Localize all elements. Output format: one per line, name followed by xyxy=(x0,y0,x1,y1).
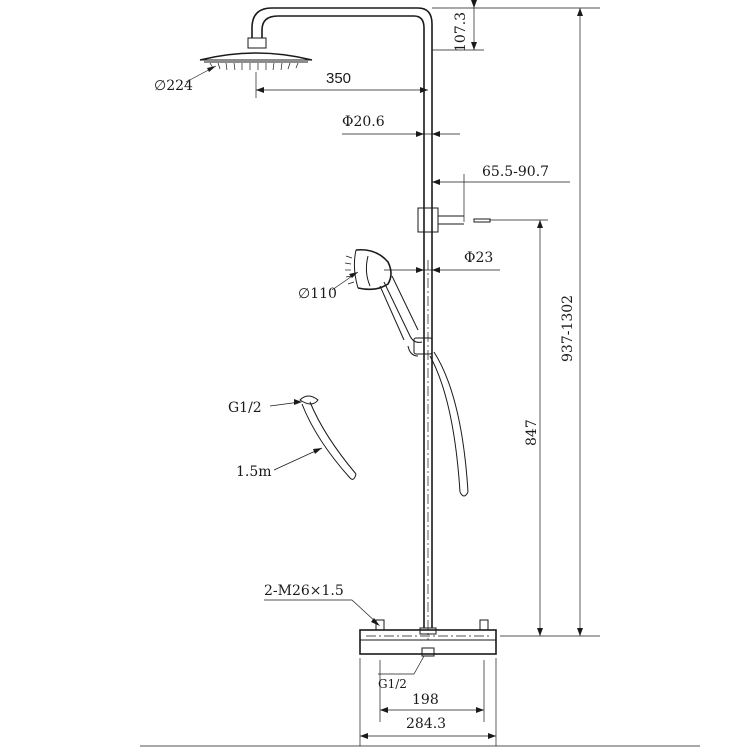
wall-bracket xyxy=(417,207,548,233)
head-diameter-label: ∅224 xyxy=(154,78,193,94)
rail-hose xyxy=(429,351,469,497)
hand-shower xyxy=(344,248,433,357)
slider-height-dimension: 847 xyxy=(524,220,543,636)
outer-width-dimension: 284.3 xyxy=(359,658,497,746)
detached-hose xyxy=(299,395,357,480)
handset-diameter-callout: ∅110 xyxy=(298,271,359,302)
hose-thread-callout: G1/2 xyxy=(228,399,302,416)
riser-diameter-dimension: Φ20.6 xyxy=(342,114,460,137)
thermostatic-mixer xyxy=(359,619,497,657)
adjust-range-dimension: 65.5-90.7 xyxy=(432,164,570,222)
head-diameter-callout: ∅224 xyxy=(154,65,217,94)
riser-diameter-label: Φ20.6 xyxy=(342,114,385,130)
hose-thread-label: G1/2 xyxy=(228,400,262,416)
mixer-thread-callout: 2-M26×1.5 xyxy=(264,583,380,626)
outer-width-label: 284.3 xyxy=(406,716,446,732)
arm-length-label: 350 xyxy=(326,70,351,87)
outlet-thread-label: G1/2 xyxy=(378,677,407,691)
top-offset-label: 107.3 xyxy=(453,12,469,52)
slider-height-label: 847 xyxy=(524,419,540,446)
hose-length-label: 1.5m xyxy=(236,464,272,480)
outlet-thread-callout: G1/2 xyxy=(378,655,425,691)
inner-width-label: 198 xyxy=(412,692,439,708)
top-offset-dimension: 107.3 xyxy=(432,0,600,52)
inner-width-dimension: 198 xyxy=(379,660,485,722)
mixer-thread-label: 2-M26×1.5 xyxy=(264,583,344,599)
riser-pipe xyxy=(423,210,433,640)
shower-arm xyxy=(251,7,433,210)
adjust-range-label: 65.5-90.7 xyxy=(482,164,549,180)
hose-length-callout: 1.5m xyxy=(236,447,323,480)
total-height-label: 937-1302 xyxy=(560,295,576,362)
total-height-dimension: 937-1302 xyxy=(500,8,600,637)
overhead-shower-head xyxy=(199,37,313,71)
rail-diameter-label: Φ23 xyxy=(464,250,493,266)
rail-diameter-dimension: Φ23 xyxy=(384,250,500,273)
handset-diameter-label: ∅110 xyxy=(298,286,337,302)
arm-length-dimension: 350 xyxy=(255,70,428,98)
